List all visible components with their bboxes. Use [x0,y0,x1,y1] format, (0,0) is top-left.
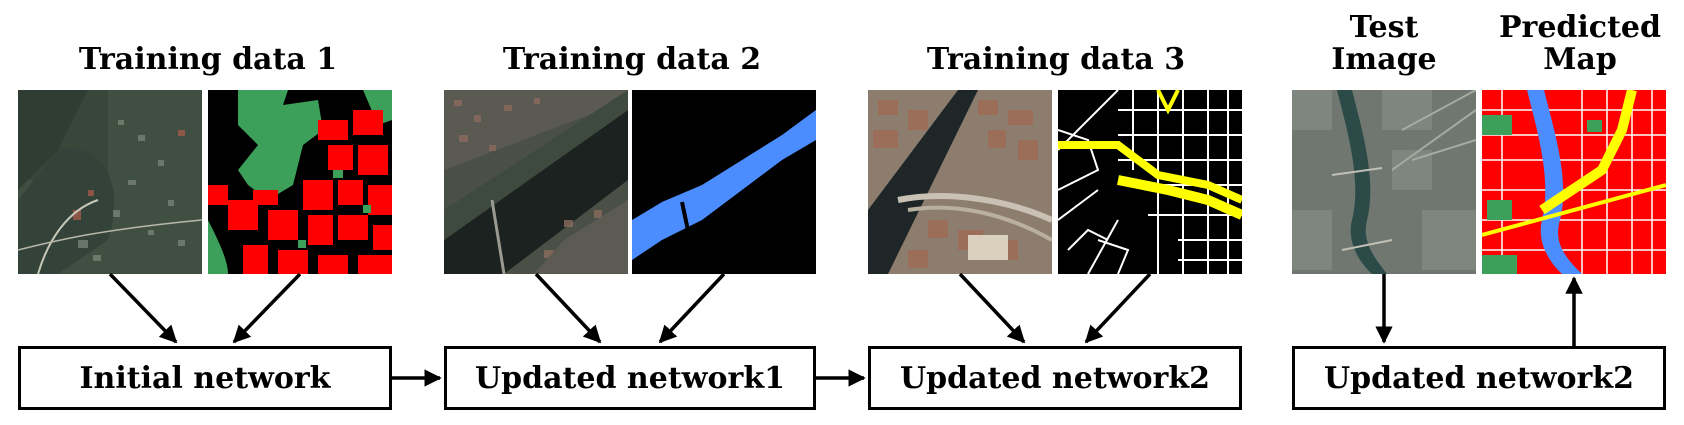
updated-network2-test-label: Updated network2 [1324,360,1634,396]
training-1-label-map [208,90,392,274]
arrow-t3-label-to-updated2 [1084,272,1152,344]
updated-network2-test-box: Updated network2 [1292,346,1666,410]
updated-network1-box: Updated network1 [444,346,816,410]
title-pred-line2: Map [1543,42,1617,77]
arrow-t1-label-to-initial [232,272,302,344]
arrow-t1-sat-to-initial [108,272,178,344]
title-training-data-3: Training data 3 [926,42,1186,77]
title-training-data-2: Training data 2 [502,42,762,77]
test-satellite-image [1292,90,1476,274]
title-predicted-map: Predicted Map [1482,12,1678,76]
training-1-satellite-image [18,90,202,274]
training-2-satellite-image [444,90,628,274]
title-pred-line1: Predicted [1498,10,1661,45]
title-test-line2: Image [1331,42,1437,77]
training-2-label-map [632,90,816,274]
title-test-line1: Test [1349,10,1419,45]
title-test-image: Test Image [1292,12,1476,76]
updated-network2-label: Updated network2 [900,360,1210,396]
initial-network-box: Initial network [18,346,392,410]
updated-network1-label: Updated network1 [475,360,785,396]
arrow-t2-label-to-updated1 [658,272,726,344]
title-training-data-1: Training data 1 [78,42,338,77]
initial-network-label: Initial network [79,360,331,396]
arrow-t3-sat-to-updated2 [958,272,1026,344]
training-3-satellite-image [868,90,1052,274]
training-3-label-map [1058,90,1242,274]
predicted-map-image [1482,90,1666,274]
arrow-t2-sat-to-updated1 [534,272,602,344]
updated-network2-box: Updated network2 [868,346,1242,410]
